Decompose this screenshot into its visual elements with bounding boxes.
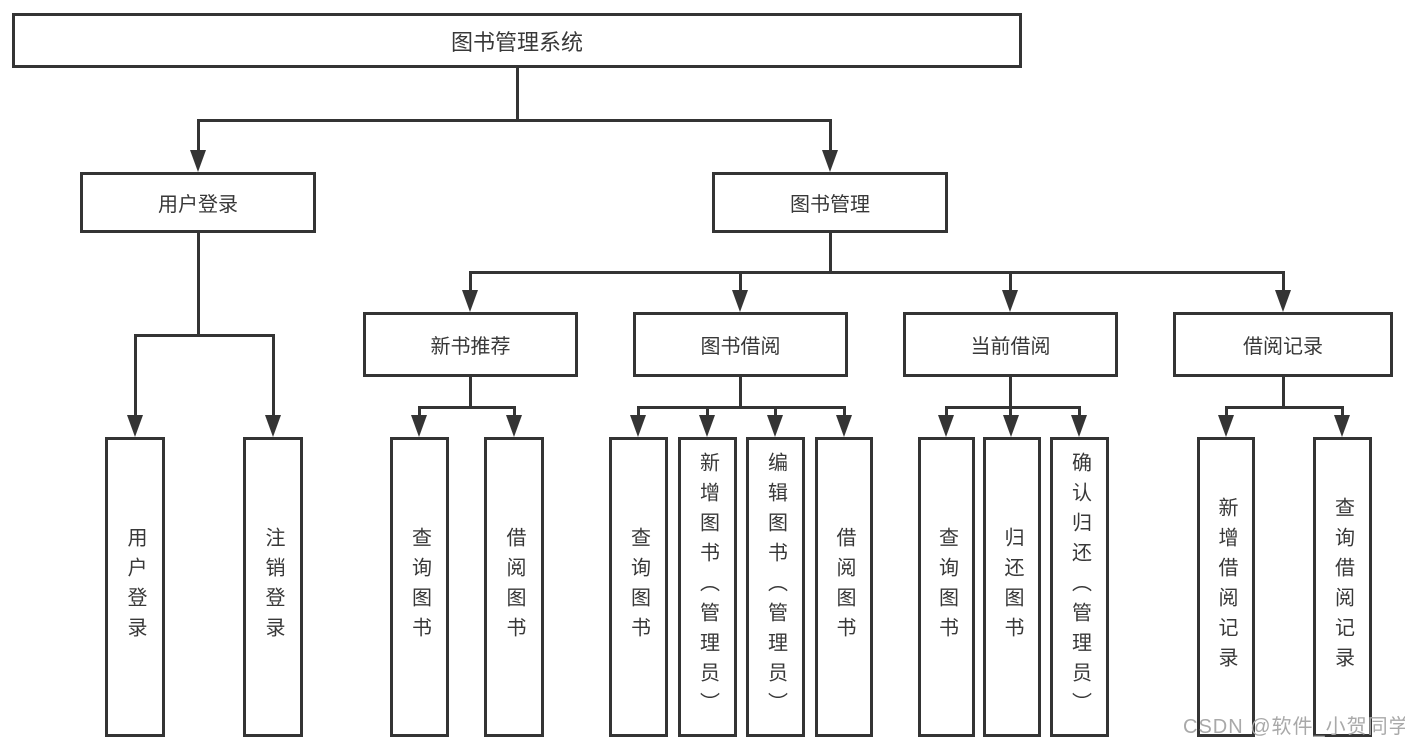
connector-line <box>1225 406 1344 409</box>
arrow-down-icon <box>190 150 206 172</box>
connector-line <box>469 377 472 408</box>
connector-line <box>197 120 200 152</box>
connector-line <box>829 120 832 152</box>
connector-line <box>197 233 200 337</box>
leaf-user-login: 用户登录 <box>105 437 165 737</box>
arrow-down-icon <box>630 415 646 437</box>
leaf-label: 注销登录 <box>262 527 284 647</box>
leaf-borrow-books-recommend: 借阅图书 <box>484 437 544 737</box>
connector-line <box>134 334 275 337</box>
watermark: CSDN @软件_小贺同学 <box>1183 716 1405 738</box>
leaf-label: 查询借阅记录 <box>1331 497 1354 677</box>
arrow-down-icon <box>1003 415 1019 437</box>
node-book-borrowing: 图书借阅 <box>633 312 848 377</box>
leaf-label: 新增借阅记录 <box>1215 497 1237 677</box>
leaf-query-books-recommend: 查询图书 <box>390 437 449 737</box>
leaf-label: 确认归还（管理员） <box>1068 452 1091 722</box>
arrow-down-icon <box>265 415 281 437</box>
arrow-down-icon <box>127 415 143 437</box>
connector-line <box>1009 406 1012 417</box>
leaf-return-books: 归还图书 <box>983 437 1041 737</box>
leaf-label: 查询图书 <box>627 527 650 647</box>
arrow-down-icon <box>1071 415 1087 437</box>
connector-line <box>706 406 709 417</box>
arrow-down-icon <box>1218 415 1234 437</box>
leaf-label: 查询图书 <box>935 527 958 647</box>
leaf-label: 借阅图书 <box>833 527 855 647</box>
arrow-down-icon <box>1002 290 1018 312</box>
arrow-down-icon <box>732 290 748 312</box>
arrow-down-icon <box>767 415 783 437</box>
node-new-book-recommend: 新书推荐 <box>363 312 578 377</box>
connector-line <box>516 68 519 120</box>
connector-line <box>945 406 1081 409</box>
connector-line <box>469 271 1285 274</box>
node-current-borrowing: 当前借阅 <box>903 312 1118 377</box>
leaf-borrow-books: 借阅图书 <box>815 437 873 737</box>
connector-line <box>1282 272 1285 292</box>
arrow-down-icon <box>1334 415 1350 437</box>
connector-line <box>1078 406 1081 417</box>
leaf-label: 归还图书 <box>1001 527 1023 647</box>
connector-line <box>272 334 275 417</box>
connector-line <box>1225 406 1228 417</box>
connector-line <box>1009 272 1012 292</box>
node-user-login-branch: 用户登录 <box>80 172 316 233</box>
arrow-down-icon <box>462 290 478 312</box>
leaf-add-borrow-record: 新增借阅记录 <box>1197 437 1255 737</box>
node-book-management: 图书管理 <box>712 172 948 233</box>
arrow-down-icon <box>411 415 427 437</box>
node-borrowing-records: 借阅记录 <box>1173 312 1393 377</box>
connector-line <box>418 406 421 417</box>
leaf-add-books-admin: 新增图书（管理员） <box>678 437 737 737</box>
arrow-down-icon <box>1275 290 1291 312</box>
node-root: 图书管理系统 <box>12 13 1022 68</box>
connector-line <box>774 406 777 417</box>
connector-line <box>637 406 640 417</box>
leaf-label: 借阅图书 <box>503 527 525 647</box>
leaf-confirm-return-admin: 确认归还（管理员） <box>1050 437 1109 737</box>
connector-line <box>829 233 832 274</box>
leaf-label: 编辑图书（管理员） <box>764 452 787 722</box>
arrow-down-icon <box>822 150 838 172</box>
connector-line <box>1282 377 1285 408</box>
arrow-down-icon <box>506 415 522 437</box>
arrow-down-icon <box>836 415 852 437</box>
connector-line <box>637 406 846 409</box>
leaf-edit-books-admin: 编辑图书（管理员） <box>746 437 805 737</box>
leaf-logout: 注销登录 <box>243 437 303 737</box>
connector-line <box>945 406 948 417</box>
leaf-query-books-current: 查询图书 <box>918 437 975 737</box>
connector-line <box>1009 377 1012 408</box>
connector-line <box>418 406 516 409</box>
leaf-query-borrow-record: 查询借阅记录 <box>1313 437 1372 737</box>
arrow-down-icon <box>938 415 954 437</box>
connector-line <box>739 377 742 408</box>
connector-line <box>134 334 137 417</box>
arrow-down-icon <box>699 415 715 437</box>
connector-line <box>1341 406 1344 417</box>
connector-line <box>843 406 846 417</box>
leaf-label: 新增图书（管理员） <box>696 452 719 722</box>
leaf-query-books-borrow: 查询图书 <box>609 437 668 737</box>
leaf-label: 查询图书 <box>408 527 431 647</box>
connector-line <box>739 272 742 292</box>
connector-line <box>469 272 472 292</box>
leaf-label: 用户登录 <box>124 527 146 647</box>
connector-line <box>197 119 832 122</box>
connector-line <box>513 406 516 417</box>
